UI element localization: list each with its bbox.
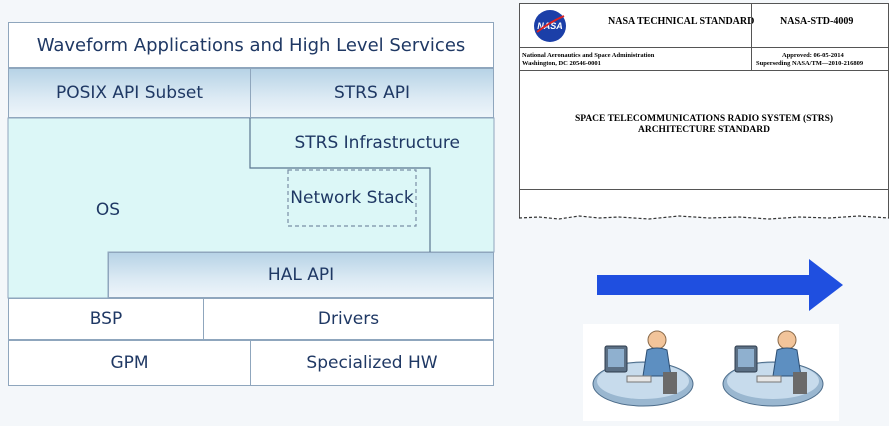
nasa-logo: NASA: [534, 10, 566, 42]
posix-api-label: POSIX API Subset: [55, 83, 204, 103]
person-at-computer-icon: [592, 330, 824, 407]
strs-api-label: STRS API: [333, 83, 411, 103]
infrastructure-outline: [249, 118, 431, 252]
nasa-swoosh-icon: [536, 15, 565, 33]
doc-title-line1: SPACE TELECOMMUNICATIONS RADIO SYSTEM (S…: [574, 114, 834, 124]
workstation-right: [722, 330, 824, 407]
doc-org-line2: Washington, DC 20546-0001: [522, 60, 601, 67]
hal-api-layer: HAL API: [108, 252, 494, 298]
hal-api-label: HAL API: [267, 265, 335, 285]
drivers-label: Drivers: [317, 309, 380, 329]
network-stack-outline: [287, 169, 417, 227]
gpm-label: GPM: [110, 353, 149, 373]
gpm-layer: GPM: [8, 340, 251, 386]
strs-architecture-diagram: Waveform Applications and High Level Ser…: [7, 22, 495, 386]
specialized-hw-label: Specialized HW: [306, 353, 438, 373]
strs-infrastructure-label: STRS Infrastructure: [294, 133, 460, 153]
doc-org-row-border: [520, 70, 888, 71]
doc-org-line1: National Aeronautics and Space Administr…: [522, 52, 655, 59]
arrow-right-icon: [597, 259, 843, 311]
doc-header-row: [520, 4, 888, 48]
workstation-left: [592, 330, 694, 407]
network-stack: Network Stack: [288, 170, 416, 226]
doc-number: NASA-STD-4009: [780, 16, 854, 27]
os-block: OS: [8, 180, 208, 240]
doc-title-line2: ARCHITECTURE STANDARD: [637, 125, 771, 135]
operators-illustration: [583, 324, 839, 421]
os-label: OS: [95, 200, 121, 220]
doc-superseding: Superseding NASA/TM—2010-216809: [756, 60, 864, 67]
doc-title-row-border: [520, 189, 888, 190]
nasa-logo-text: NASA: [537, 21, 563, 31]
doc-header-divider: [751, 4, 752, 70]
specialized-hw-layer: Specialized HW: [250, 340, 494, 386]
strs-infrastructure: STRS Infrastructure: [250, 118, 494, 168]
standard-document-cover: NASA NASA TECHNICAL STANDARD NASA-STD-40…: [519, 3, 889, 224]
network-stack-label: Network Stack: [290, 188, 414, 208]
doc-torn-edge: [519, 215, 889, 224]
strs-api-layer: STRS API: [250, 68, 494, 118]
bsp-layer: BSP: [8, 298, 204, 340]
drivers-layer: Drivers: [203, 298, 494, 340]
doc-header-title: NASA TECHNICAL STANDARD: [608, 16, 755, 27]
waveform-label: Waveform Applications and High Level Ser…: [36, 34, 466, 56]
bsp-label: BSP: [89, 309, 123, 329]
waveform-layer: Waveform Applications and High Level Ser…: [8, 22, 494, 68]
doc-approved: Approved: 06-05-2014: [782, 52, 844, 59]
